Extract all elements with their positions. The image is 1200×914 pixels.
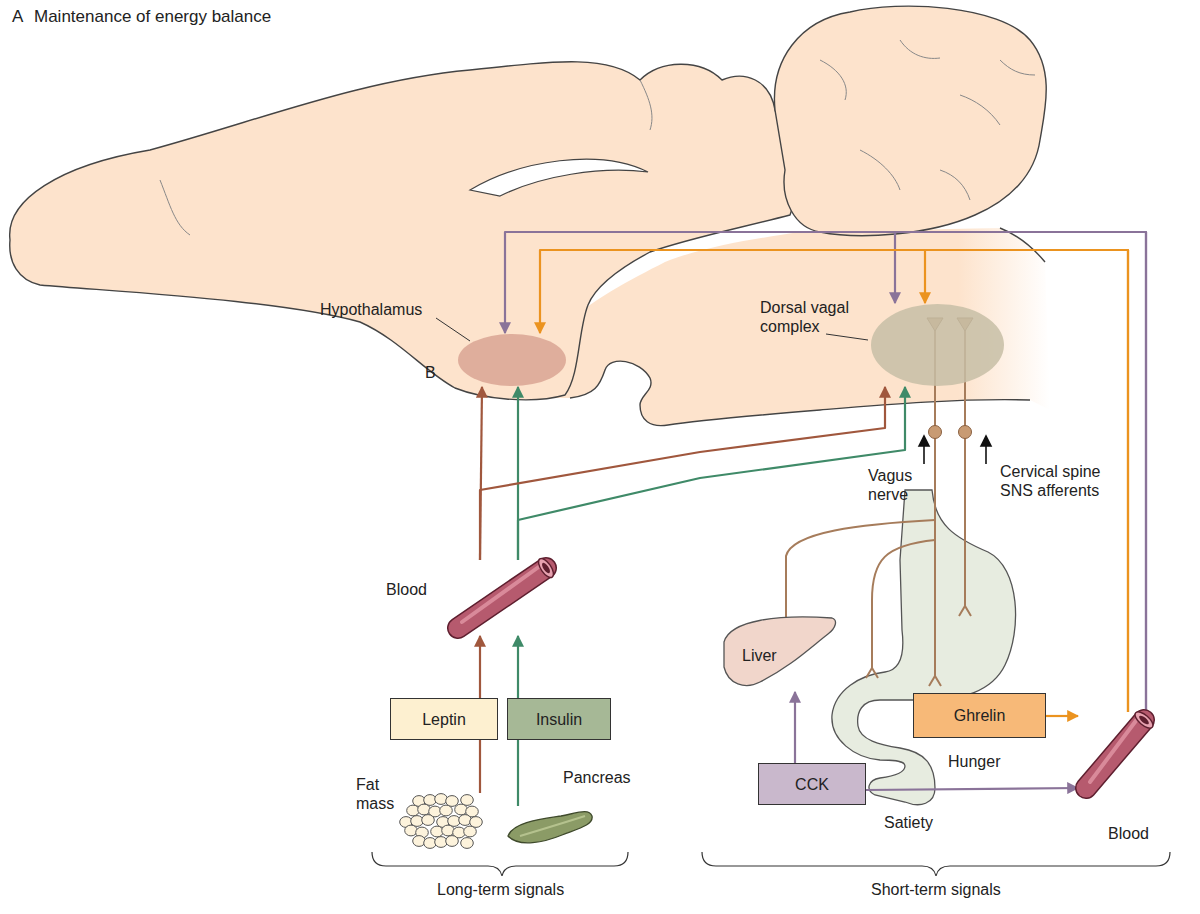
signal-arrow xyxy=(479,740,481,793)
cerebrum xyxy=(10,62,794,400)
group-label: Short-term signals xyxy=(871,880,1001,899)
signal-arrow xyxy=(540,250,1128,712)
hypothalamus-region-drawing xyxy=(457,333,567,387)
cerebellum xyxy=(774,6,1046,236)
signal-arrow xyxy=(895,232,1146,712)
node-label: Dorsal vagal complex xyxy=(760,298,864,336)
node-label: Pancreas xyxy=(563,768,631,787)
node-label: CCK xyxy=(795,775,829,794)
signal-arrow xyxy=(479,636,481,698)
blood-vessel-drawing xyxy=(1078,712,1152,796)
brainstem-nucleus: Dorsal vagal complex xyxy=(870,303,1005,387)
node-label: Liver xyxy=(742,646,777,665)
signal-arrow xyxy=(866,788,1078,790)
signal-arrow xyxy=(518,387,905,560)
group-label: Long-term signals xyxy=(437,880,564,899)
hormone-box: Ghrelin xyxy=(913,693,1046,738)
signal-arrow xyxy=(480,387,885,560)
hypothalamus-region: Hypothalamus xyxy=(457,333,567,387)
signal-arrow xyxy=(517,636,519,698)
signal-arrow xyxy=(1046,715,1078,717)
panel-letter: A xyxy=(12,7,23,26)
pancreas-organ: Pancreas xyxy=(505,806,595,846)
signal-arrow xyxy=(517,740,519,806)
node-label: Blood xyxy=(1108,824,1149,843)
node-label: Leptin xyxy=(422,710,466,729)
node-label: Ghrelin xyxy=(954,706,1006,725)
node-label: Fat mass xyxy=(356,775,396,813)
stomach-intestine xyxy=(832,490,1016,805)
brainstem-nucleus-drawing xyxy=(870,303,1005,387)
node-label: Insulin xyxy=(536,710,582,729)
hormone-box: Insulin xyxy=(507,698,611,740)
hormone-box: Leptin xyxy=(390,698,498,740)
fat-tissue: Fat mass xyxy=(398,793,484,849)
blood-vessel-drawing xyxy=(450,560,554,636)
braces xyxy=(372,852,1170,876)
direction-arrows xyxy=(919,436,991,464)
signal-arrow xyxy=(794,692,796,763)
signal-arrow xyxy=(505,232,1146,712)
node-label: Hypothalamus xyxy=(320,300,422,319)
figure-title: Maintenance of energy balance xyxy=(34,7,271,26)
pancreas-organ-drawing xyxy=(505,806,595,846)
liver-organ: Liver xyxy=(720,612,838,692)
hormone-box: CCK xyxy=(758,763,866,805)
blood-vessel: Blood xyxy=(450,560,554,636)
node-label: Blood xyxy=(386,580,427,599)
callout-letter: B xyxy=(425,363,436,382)
effect-label: Satiety xyxy=(884,813,933,832)
liver-organ-drawing xyxy=(720,612,838,692)
nerve-label: Cervical spine SNS afferents xyxy=(1000,462,1116,500)
fat-tissue-drawing xyxy=(398,793,484,849)
blood-vessel: Blood xyxy=(1078,712,1152,796)
nerve-label: Vagus nerve xyxy=(868,466,918,504)
effect-label: Hunger xyxy=(948,752,1000,771)
